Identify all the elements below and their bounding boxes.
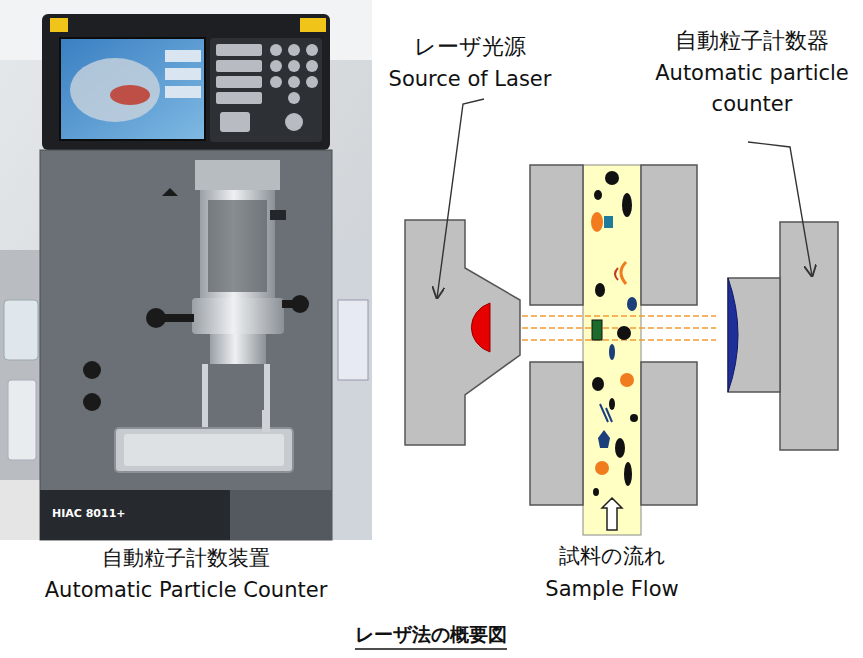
label: 自動粒子計数器	[642, 26, 862, 55]
label: レーザ光源	[320, 32, 620, 61]
model-name: HIAC 8011+	[52, 507, 222, 521]
detector-block	[728, 222, 838, 450]
laser-source-block	[405, 220, 520, 445]
particles	[591, 171, 638, 496]
label: 試料の流れ	[512, 543, 712, 570]
label: Source of Laser	[320, 66, 620, 93]
label: 自動粒子計数装置	[6, 545, 366, 572]
label: Automatic Particle Counter	[6, 577, 366, 604]
figure-caption: レーザ法の概要図	[231, 622, 631, 646]
photo	[0, 0, 372, 540]
flow-cell	[530, 165, 697, 535]
leader-line	[748, 142, 812, 276]
leader-line	[437, 99, 484, 298]
label: Automatic particle counter	[645, 58, 860, 120]
label: Sample Flow	[512, 576, 712, 603]
flow-arrow	[602, 498, 622, 530]
laser-beam	[522, 316, 716, 340]
caption-underline	[355, 648, 507, 650]
